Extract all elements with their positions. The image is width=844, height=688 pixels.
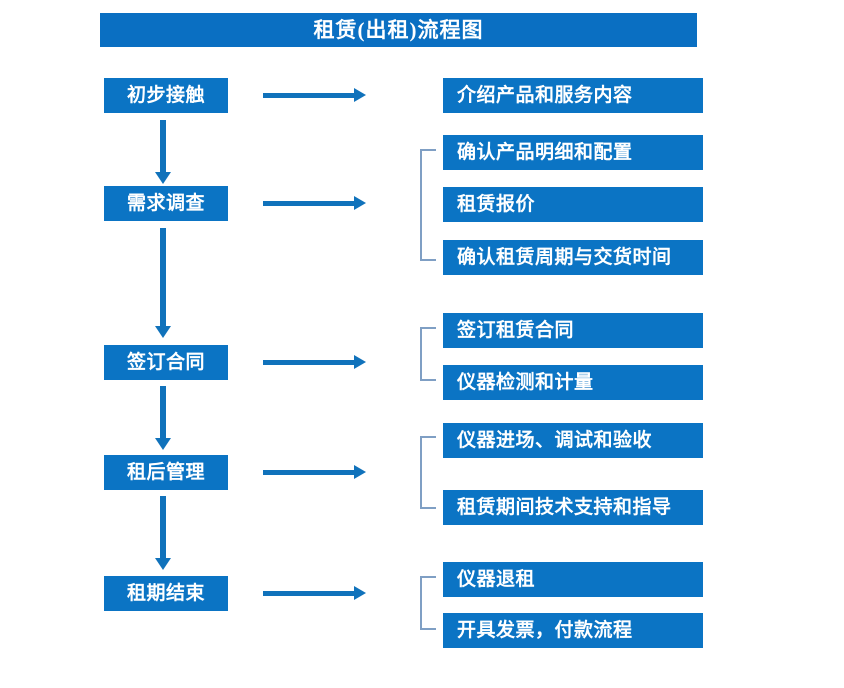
detail-box-sign-rental-contract[interactable]: 签订租赁合同: [443, 313, 703, 348]
group-bracket-post-rental: [420, 436, 436, 509]
right-arrow-icon-stage-5: [263, 586, 366, 600]
group-bracket-needs-survey: [420, 149, 436, 261]
detail-box-confirm-rental-period[interactable]: 确认租赁周期与交货时间: [443, 240, 703, 275]
right-arrow-icon-stage-4: [263, 465, 366, 479]
stage-box-initial-contact[interactable]: 初步接触: [104, 78, 228, 113]
right-arrow-icon-stage-1: [263, 88, 366, 102]
right-arrow-icon-stage-3: [263, 355, 366, 369]
down-arrow-icon-contact-to-survey: [155, 120, 171, 184]
detail-box-technical-support[interactable]: 租赁期间技术支持和指导: [443, 490, 703, 525]
detail-box-instrument-inspection[interactable]: 仪器检测和计量: [443, 365, 703, 400]
right-arrow-icon-stage-2: [263, 196, 366, 210]
page-title: 租赁(出租)流程图: [100, 13, 697, 47]
down-arrow-icon-survey-to-contract: [155, 228, 171, 338]
detail-box-instrument-return[interactable]: 仪器退租: [443, 562, 703, 597]
detail-box-invoice-payment[interactable]: 开具发票，付款流程: [443, 613, 703, 648]
down-arrow-icon-contract-to-management: [155, 386, 171, 450]
group-bracket-sign-contract: [420, 327, 436, 381]
detail-box-rental-quote[interactable]: 租赁报价: [443, 187, 703, 222]
stage-box-sign-contract[interactable]: 签订合同: [104, 345, 228, 380]
stage-box-rental-end[interactable]: 租期结束: [104, 576, 228, 611]
detail-box-instrument-entry-commissioning[interactable]: 仪器进场、调试和验收: [443, 423, 703, 458]
stage-box-needs-survey[interactable]: 需求调查: [104, 186, 228, 221]
group-bracket-rental-end: [420, 576, 436, 630]
stage-box-post-rental-management[interactable]: 租后管理: [104, 455, 228, 490]
detail-box-confirm-product-details[interactable]: 确认产品明细和配置: [443, 135, 703, 170]
down-arrow-icon-management-to-end: [155, 496, 171, 570]
detail-box-introduce-products[interactable]: 介绍产品和服务内容: [443, 78, 703, 113]
